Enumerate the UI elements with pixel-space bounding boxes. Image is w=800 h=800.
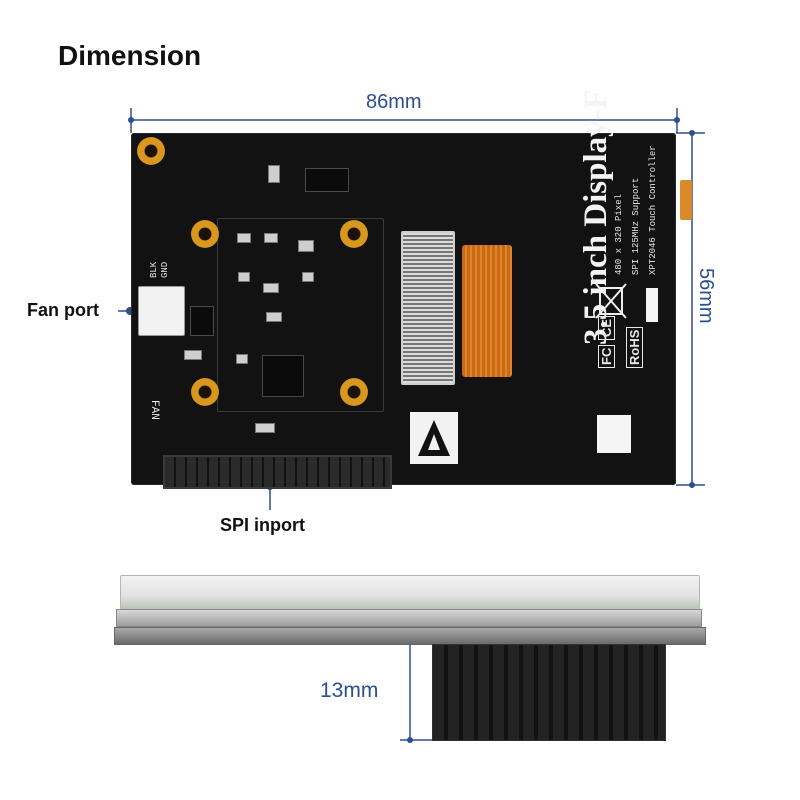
width-dimension-label: 86mm xyxy=(366,91,422,113)
smd-component xyxy=(184,350,202,360)
height-dimension-label: 56mm xyxy=(695,268,717,324)
smd-component xyxy=(264,233,278,243)
mount-hole-top-left xyxy=(137,137,165,165)
weee-bin-icon xyxy=(595,283,627,319)
side-view-header xyxy=(432,644,666,741)
spec-spi: SPI 125MHz Support xyxy=(631,177,641,275)
regulator-chip xyxy=(190,306,214,336)
smd-component xyxy=(238,272,250,282)
smd-component xyxy=(255,423,275,433)
side-view-frame xyxy=(116,609,702,627)
fan-connector xyxy=(138,286,185,336)
spi-port-callout: SPI inport xyxy=(220,515,305,535)
smd-component xyxy=(237,233,251,243)
spec-pixels: 480 x 320 Pixel xyxy=(614,193,624,275)
flex-tab xyxy=(680,180,692,220)
page-title: Dimension xyxy=(58,40,202,71)
esd-warning-icon xyxy=(410,412,458,464)
smd-component xyxy=(236,354,248,364)
mount-hole-module-bl xyxy=(191,378,219,406)
cert-fc-mark: FC xyxy=(598,344,615,368)
controller-chip xyxy=(262,355,304,397)
gnd-silkscreen-label: GND xyxy=(160,261,170,278)
mount-hole-module-br xyxy=(340,378,368,406)
smd-component xyxy=(268,165,280,183)
smd-component xyxy=(302,272,314,282)
flex-ribbon-cable xyxy=(462,245,512,377)
controller-module xyxy=(217,218,384,412)
side-view-backplate xyxy=(114,627,706,645)
cert-rohs-mark: RoHS xyxy=(626,326,643,368)
ic-chip-top xyxy=(305,168,349,192)
smd-component xyxy=(266,312,282,322)
mount-hole-module-tr xyxy=(340,220,368,248)
mount-hole-module-tl xyxy=(191,220,219,248)
smd-component xyxy=(298,240,314,252)
side-view-glass xyxy=(120,575,700,610)
blk-silkscreen-label: BLK xyxy=(149,261,159,278)
cert-ce-mark: CE xyxy=(598,315,615,340)
fan-silkscreen-label: FAN xyxy=(148,400,160,420)
label-block xyxy=(646,288,658,322)
depth-dimension-label: 13mm xyxy=(320,679,379,702)
qr-code-block xyxy=(597,415,631,453)
spi-header-pins xyxy=(163,455,392,489)
spec-touch: XPT2046 Touch Controller xyxy=(648,145,658,275)
fpc-connector xyxy=(401,231,455,385)
smd-component xyxy=(263,283,279,293)
fan-port-callout: Fan port xyxy=(27,300,99,320)
